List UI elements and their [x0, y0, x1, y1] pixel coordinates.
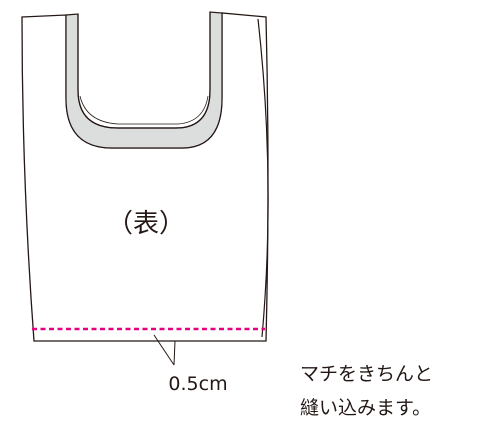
- gusset-fold-line: [257, 18, 269, 338]
- bag-body-outline: [21, 12, 269, 342]
- note-line-2: 縫い込みます。: [300, 397, 432, 419]
- note-line-1: マチをきちんと: [300, 363, 434, 385]
- leader-line-left: [153, 334, 175, 366]
- gusset-note: マチをきちんと 縫い込みます。: [300, 357, 478, 425]
- leader-line-right: [173, 340, 176, 366]
- seam-allowance-label: 0.5cm: [168, 373, 227, 395]
- handle-inner-shadow: [79, 95, 209, 125]
- handle-inner-edge: [77, 12, 211, 129]
- front-side-label: （表）: [107, 209, 185, 239]
